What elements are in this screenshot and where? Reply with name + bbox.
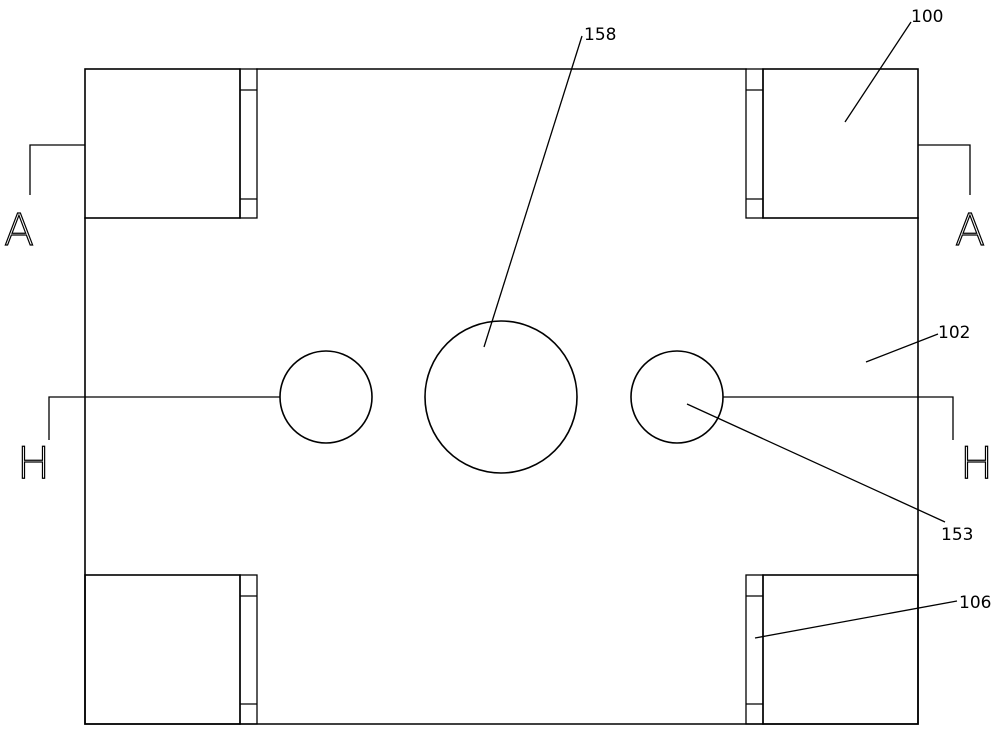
corner-block-bottom-right [762, 574, 919, 725]
section-line-h-right [723, 396, 954, 440]
reference-label-100: 100 [911, 7, 943, 27]
reference-label-153: 153 [941, 525, 973, 545]
section-mark-a-left: A [4, 205, 34, 256]
leader-line-106 [754, 600, 958, 639]
leader-line-158 [483, 35, 583, 348]
section-mark-h-left: H [17, 438, 50, 489]
corner-block-top-left [84, 68, 241, 219]
slot-bottom-left [239, 574, 258, 725]
leader-line-153 [686, 403, 946, 523]
reference-label-102: 102 [938, 323, 970, 343]
section-line-h-left [48, 396, 280, 440]
hole-left [279, 350, 373, 444]
hole-right-153 [630, 350, 724, 444]
section-line-a-right [918, 144, 971, 195]
reference-label-158: 158 [584, 25, 616, 45]
slot-top-right [745, 68, 764, 219]
hole-center-158 [424, 320, 578, 474]
slot-top-left [239, 68, 258, 219]
section-line-a-left [29, 144, 85, 195]
reference-label-106: 106 [959, 593, 991, 613]
main-plate-outline [84, 217, 919, 725]
slot-bottom-right [745, 574, 764, 725]
section-mark-a-right: A [955, 205, 985, 256]
corner-block-top-right [762, 68, 919, 219]
corner-block-bottom-left [84, 574, 241, 725]
leader-line-100 [844, 21, 912, 123]
section-mark-h-right: H [960, 438, 993, 489]
leader-line-102 [865, 333, 939, 363]
